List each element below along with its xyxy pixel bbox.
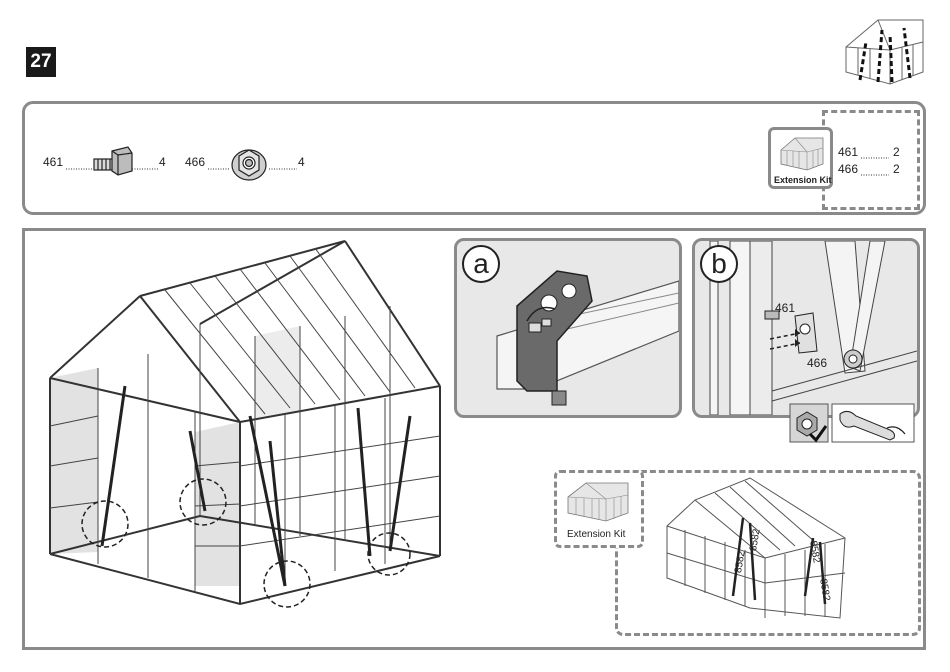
detail-a-panel: a bbox=[454, 238, 682, 418]
ext-part-qty-461: 2 bbox=[893, 145, 900, 159]
detail-b-label-461: 461 bbox=[775, 301, 795, 315]
part-id-461: 461 bbox=[43, 155, 63, 169]
detail-b-panel: b 461 466 bbox=[692, 238, 920, 418]
leader-line bbox=[208, 168, 230, 170]
leader-line bbox=[132, 168, 158, 170]
leader-line bbox=[861, 174, 889, 176]
bolt-icon bbox=[92, 143, 134, 183]
extension-kit-badge: Extension Kit bbox=[768, 127, 833, 189]
part-qty-461: 4 bbox=[159, 155, 166, 169]
extension-section-label: Extension Kit bbox=[567, 529, 625, 540]
greenhouse-extension-icon bbox=[566, 479, 632, 523]
greenhouse-extension-icon bbox=[779, 134, 825, 172]
detail-a-letter: a bbox=[462, 245, 500, 283]
wrench-icon bbox=[832, 404, 914, 442]
ext-part-qty-466: 2 bbox=[893, 162, 900, 176]
extension-kit-parts-box bbox=[822, 110, 920, 210]
extension-kit-label-box: Extension Kit bbox=[554, 470, 644, 548]
leader-line bbox=[861, 157, 889, 159]
flange-nut-icon bbox=[229, 143, 269, 183]
leader-line bbox=[269, 168, 297, 170]
greenhouse-frame-diagram bbox=[40, 236, 450, 616]
part-id-466: 466 bbox=[185, 155, 205, 169]
ext-part-id-461: 461 bbox=[838, 145, 858, 159]
detail-b-letter: b bbox=[700, 245, 738, 283]
step-number: 27 bbox=[26, 47, 56, 77]
extension-kit-label: Extension Kit bbox=[774, 175, 832, 185]
ext-part-id-466: 466 bbox=[838, 162, 858, 176]
part-qty-466: 4 bbox=[298, 155, 305, 169]
nut-check-icon bbox=[790, 404, 828, 442]
detail-b-label-466: 466 bbox=[807, 356, 827, 370]
greenhouse-thumbnail-icon bbox=[838, 12, 928, 92]
